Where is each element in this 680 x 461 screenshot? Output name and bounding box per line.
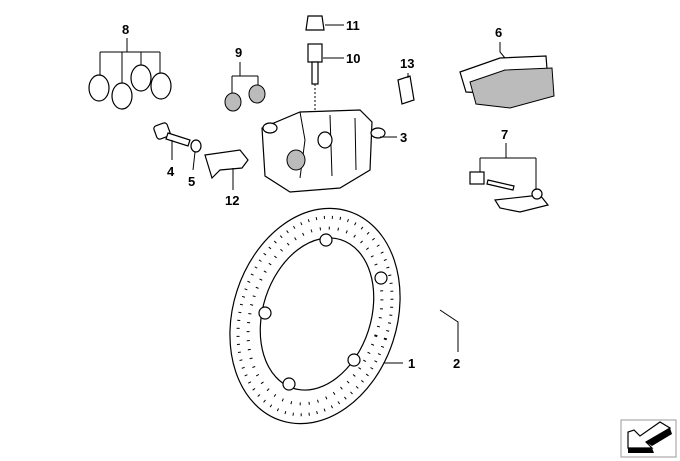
callout-9[interactable]: 9 [235,45,242,60]
callout-4[interactable]: 4 [167,164,175,179]
callout-12[interactable]: 12 [225,193,239,208]
brake-caliper[interactable] [261,109,386,193]
next-page-arrow-icon[interactable] [620,419,677,458]
callout-10[interactable]: 10 [346,51,360,66]
bleeder-valve[interactable] [305,15,325,110]
brake-pads[interactable] [459,55,555,109]
bracket[interactable] [204,149,249,180]
callout-3[interactable]: 3 [400,130,407,145]
callout-6[interactable]: 6 [495,25,502,40]
bushings[interactable] [224,84,266,112]
callout-8[interactable]: 8 [122,22,129,37]
callout-1[interactable]: 1 [408,356,415,371]
brake-disc[interactable] [203,186,427,446]
callout-5[interactable]: 5 [188,174,195,189]
pad-pin-kit[interactable] [469,171,550,213]
callout-2[interactable]: 2 [453,356,460,371]
seal-rings[interactable] [88,64,172,110]
callout-11[interactable]: 11 [346,18,360,33]
bolt-and-washer[interactable] [153,122,202,153]
callout-13[interactable]: 13 [400,56,414,71]
clip[interactable] [397,75,415,105]
callout-7[interactable]: 7 [501,127,508,142]
leader-lines [99,24,537,364]
